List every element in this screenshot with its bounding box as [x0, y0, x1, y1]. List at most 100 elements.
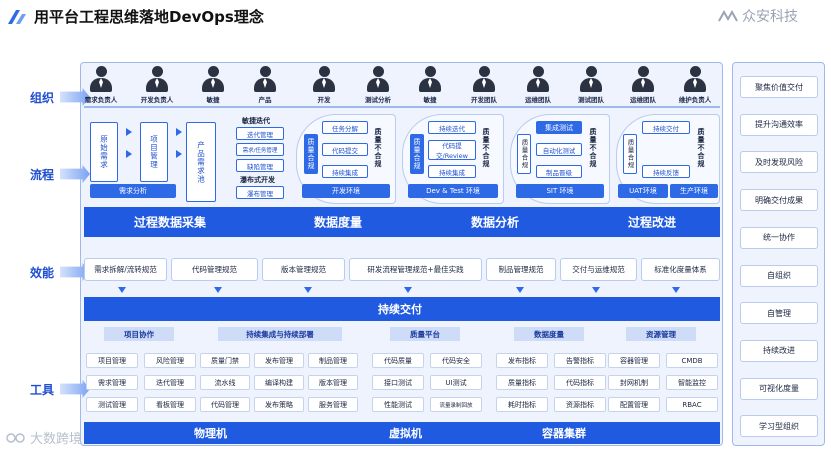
tool-item[interactable]: 测试管理: [86, 397, 138, 412]
person-icon: [585, 66, 597, 77]
role-11: 维护负责人: [667, 66, 723, 104]
uat-env: UAT环境: [618, 184, 668, 198]
value-item: 自组织: [740, 264, 818, 287]
tool-item[interactable]: 智能监控: [666, 375, 718, 390]
flow-req-pool: 产品需求池: [186, 122, 216, 202]
agile-item-iter: 迭代管理: [236, 127, 284, 140]
dev-env: 开发环境: [302, 184, 390, 198]
brand-icon: [718, 9, 738, 22]
value-item: 可视化度量: [740, 377, 818, 400]
continuous-delivery-label: 持续交付: [378, 303, 422, 316]
person-body-icon: [367, 78, 389, 92]
tool-item[interactable]: 接口测试: [372, 375, 424, 390]
tool-item[interactable]: UI测试: [430, 375, 482, 390]
brand-name: 众安科技: [742, 9, 798, 25]
tool-item[interactable]: 封网机制: [608, 375, 660, 390]
person-icon: [637, 66, 649, 77]
continuous-delivery-bar: 持续交付: [84, 297, 720, 321]
arrow-down-icon: [118, 287, 126, 293]
title-logo-icon: [8, 10, 26, 24]
role-label: 需求负责人: [84, 96, 118, 104]
arrow-down-icon: [516, 287, 524, 293]
tool-group-title: 质量平台: [390, 327, 460, 341]
arrow-right-icon: [60, 165, 90, 183]
tool-item[interactable]: 流水线: [200, 375, 250, 390]
value-item: 持续改进: [740, 339, 818, 362]
sit-env: SIT 环境: [516, 184, 604, 198]
role-label: 维护负责人: [678, 96, 712, 104]
tool-group-title: 项目协作: [104, 327, 174, 341]
tool-item[interactable]: 风险管理: [144, 353, 196, 368]
role-label: 开发团队: [471, 96, 497, 104]
agile-title: 敏捷迭代: [242, 117, 270, 125]
agile-item-bug: 缺陷管理: [236, 159, 284, 172]
person-icon: [689, 66, 701, 77]
dev-gate-fail: 质量不合规: [374, 128, 382, 168]
devtest-item-ci: 持续集成: [428, 165, 476, 178]
tool-item[interactable]: 代码质量: [372, 353, 424, 368]
tool-item[interactable]: 需求管理: [86, 375, 138, 390]
tool-item[interactable]: 项目管理: [86, 353, 138, 368]
tool-item[interactable]: 质量指标: [496, 375, 548, 390]
tool-item[interactable]: 版本管理: [308, 375, 358, 390]
person-body-icon: [313, 78, 335, 92]
tool-item[interactable]: 告警指标: [554, 353, 606, 368]
devtest-env: Dev & Test 环境: [408, 184, 498, 198]
role-1: 开发负责人: [129, 66, 185, 104]
watermark: 大数跨境: [6, 428, 82, 447]
person-icon: [318, 66, 330, 77]
role-5: 测试分析: [350, 66, 406, 104]
devtest-gate-pass: 质量合规: [410, 134, 424, 174]
tool-item[interactable]: 看板管理: [144, 397, 196, 412]
dev-item-commit: 代码提交: [322, 143, 368, 156]
tool-item[interactable]: 容器管理: [608, 353, 660, 368]
role-6: 敏捷: [402, 66, 458, 104]
value-item: 自管理: [740, 302, 818, 325]
person-body-icon: [146, 78, 168, 92]
uat-item-delivery: 持续交付: [642, 121, 690, 134]
person-body-icon: [580, 78, 602, 92]
arrow-down-icon: [404, 287, 412, 293]
tool-item[interactable]: 制品管理: [308, 353, 358, 368]
brand-logo: 众安科技: [718, 6, 798, 26]
person-body-icon: [90, 78, 112, 92]
tool-item[interactable]: 编译构建: [254, 375, 304, 390]
role-9: 测试团队: [563, 66, 619, 104]
sit-item-promote: 制品晋级: [536, 165, 582, 178]
tool-item[interactable]: 代码指标: [554, 375, 606, 390]
person-icon: [259, 66, 271, 77]
tool-item[interactable]: RBAC: [666, 397, 718, 412]
efficiency-item: 制品管理规范: [486, 258, 556, 281]
uat-gate-pass: 质量合规: [623, 134, 637, 174]
watermark-text: 大数跨境: [30, 432, 83, 447]
tool-item[interactable]: 发布管理: [254, 353, 304, 368]
efficiency-item: 版本管理规范: [262, 258, 345, 281]
tool-item[interactable]: 配置管理: [608, 397, 660, 412]
value-item: 统一协作: [740, 226, 818, 249]
dev-item-ci: 持续集成: [322, 165, 368, 178]
row-label-flow: 流程: [30, 165, 90, 183]
person-icon: [207, 66, 219, 77]
person-body-icon: [684, 78, 706, 92]
tool-group: 持续集成与持续部署质量门禁发布管理制品管理流水线编译构建版本管理代码管理发布策略…: [198, 327, 362, 417]
tool-item[interactable]: 耗时指标: [496, 397, 548, 412]
tool-item[interactable]: 代码安全: [430, 353, 482, 368]
tool-item[interactable]: 性能测试: [372, 397, 424, 412]
tool-item[interactable]: 服务管理: [308, 397, 358, 412]
arrow-right-icon: [176, 128, 182, 136]
dev-gate-pass: 质量合规: [304, 134, 318, 174]
arrow-right-icon: [126, 150, 132, 158]
tool-group: 项目协作项目管理风险管理需求管理迭代管理测试管理看板管理: [84, 327, 196, 417]
tool-item[interactable]: 流量录制回放: [430, 397, 482, 412]
process-bar: 过程数据采集 数据度量 数据分析 过程改进: [84, 207, 720, 237]
tool-item[interactable]: 资源指标: [554, 397, 606, 412]
tool-item[interactable]: 迭代管理: [144, 375, 196, 390]
uat-item-feedback: 持续反馈: [642, 165, 690, 178]
tool-item[interactable]: 质量门禁: [200, 353, 250, 368]
tool-item[interactable]: CMDB: [666, 353, 718, 368]
tool-item[interactable]: 发布策略: [254, 397, 304, 412]
tool-item[interactable]: 代码管理: [200, 397, 250, 412]
role-0: 需求负责人: [73, 66, 129, 104]
tool-item[interactable]: 发布指标: [496, 353, 548, 368]
uat-gate-fail: 质量不合规: [697, 128, 705, 168]
